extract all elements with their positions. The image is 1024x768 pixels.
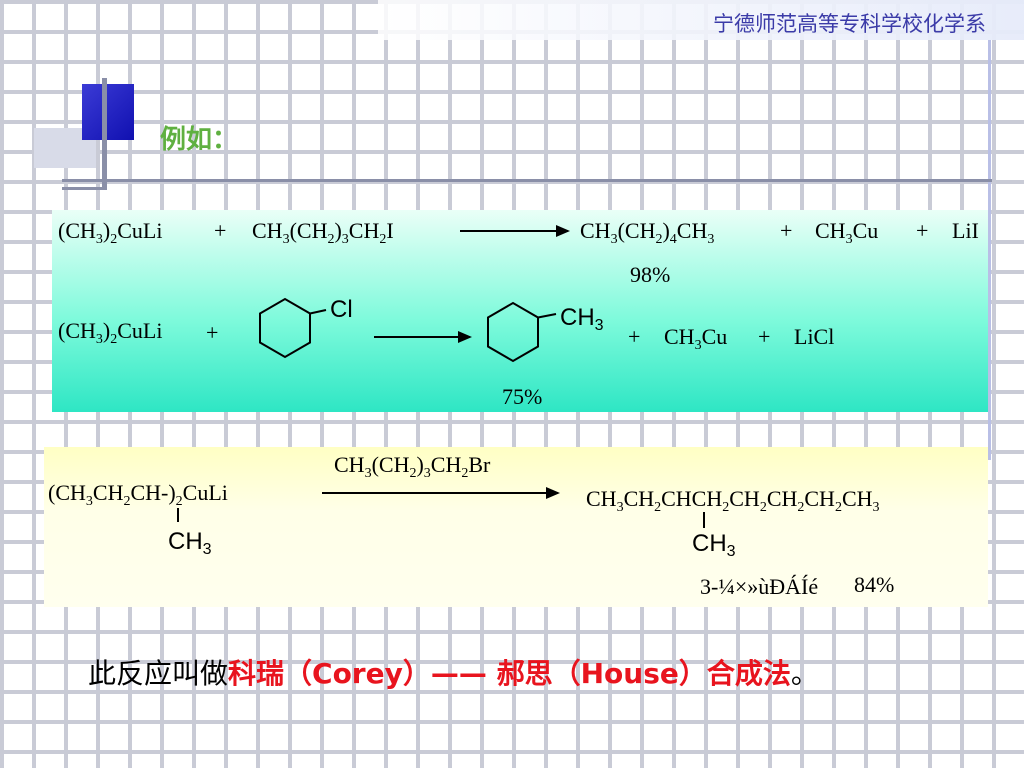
r1-arrow (460, 225, 570, 237)
r3-product-branch-bond (703, 512, 705, 528)
r2-methylcyclohexane-ring (487, 301, 557, 363)
r1-reagent-iodide: CH3(CH2)3CH2I (252, 218, 394, 247)
r3-product-branch-ch3: CH3 (692, 530, 736, 560)
r1-reagent-cuprate: (CH3)2CuLi (58, 218, 163, 247)
r2-reagent-cuprate: (CH3)2CuLi (58, 318, 163, 347)
r1-plus-3: + (916, 218, 929, 243)
conclusion-highlight: 科瑞（Corey）—— 郝思（House）合成法 (228, 657, 791, 690)
r2-yield: 75% (502, 384, 543, 409)
r1-product-hexane: CH3(CH2)4CH3 (580, 218, 715, 247)
r3-reagent-bromide: CH3(CH2)3CH2Br (334, 452, 491, 481)
conclusion-suffix: 。 (790, 657, 819, 690)
r2-product-licl: LiCl (794, 324, 835, 349)
example-label: 例如： (160, 125, 239, 155)
r1-plus-2: + (780, 218, 793, 243)
decor-horizontal-line (62, 179, 992, 182)
decor-horizontal-stub (62, 187, 102, 190)
r2-chlorocyclohexane-ring (259, 297, 327, 359)
right-rule (988, 40, 991, 460)
r3-reagent-cuprate: (CH3CH2CH-)2CuLi (48, 480, 228, 509)
r2-arrow (374, 331, 472, 343)
decor-blue-block (82, 84, 134, 140)
r2-plus-3: + (758, 324, 771, 349)
conclusion-text: 此反应叫做科瑞（Corey）—— 郝思（House）合成法。 (88, 652, 819, 692)
r2-ch3-label: CH3 (560, 304, 604, 334)
r3-product-name: 3-¼×»ùÐÁÍé (700, 574, 819, 599)
r2-product-ch3cu: CH3Cu (664, 324, 728, 353)
r3-cuprate-branch-ch3: CH3 (168, 528, 212, 558)
r3-cuprate-branch-bond (177, 508, 179, 522)
r3-yield: 84% (854, 572, 895, 597)
r1-yield: 98% (630, 262, 671, 287)
r1-product-ch3cu: CH3Cu (815, 218, 879, 247)
r1-product-lii: LiI (952, 218, 979, 243)
reaction-panel-cyan (52, 210, 988, 412)
r2-plus-2: + (628, 324, 641, 349)
conclusion-prefix: 此反应叫做 (88, 657, 229, 690)
header-band (378, 0, 1024, 40)
header-institution: 宁德师范高等专科学校化学系 (713, 12, 986, 36)
r2-cl-label: Cl (330, 296, 353, 323)
r2-plus-1: + (206, 320, 219, 345)
r3-product-chain: CH3CH2CHCH2CH2CH2CH2CH3 (586, 486, 880, 515)
decor-vertical-line (102, 78, 107, 190)
r1-plus-1: + (214, 218, 227, 243)
r3-arrow (322, 487, 560, 499)
reaction-panel-yellow (44, 447, 988, 607)
